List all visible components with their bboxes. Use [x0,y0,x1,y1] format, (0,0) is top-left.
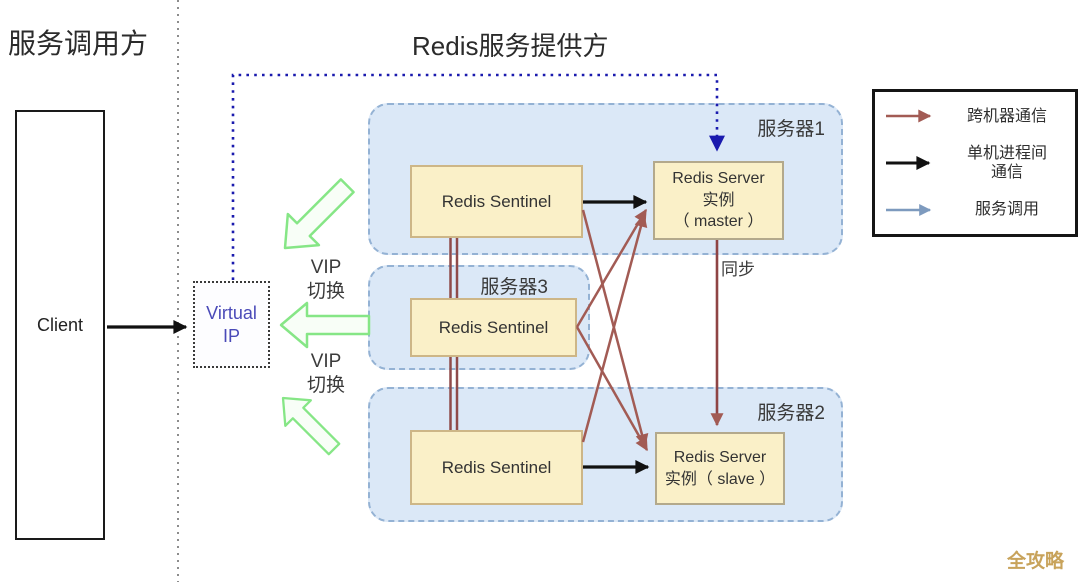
virtual-ip-node: Virtual IP [193,281,270,368]
server2-group-label: 服务器2 [757,403,825,424]
virtual-ip-label: Virtual IP [206,303,257,346]
server1-group-label: 服务器1 [757,119,825,140]
legend-row-service-call: 服务调用 [883,200,1067,219]
legend-row-cross-machine: 跨机器通信 [883,107,1067,126]
server3-group-label: 服务器3 [480,277,548,298]
legend-single-machine-label: 单机进程间 通信 [966,144,1047,181]
provider-side-title: Redis服务提供方 [412,31,609,61]
client-node: Client [15,110,105,540]
redis-slave-label: Redis Server 实例（ slave ） [664,448,776,488]
vip-switch-label-bottom: VIP 切换 [306,351,345,396]
redis-slave-node: Redis Server 实例（ slave ） [655,432,785,505]
legend-row-single-machine: 单机进程间 通信 [883,144,1067,182]
server2-sentinel-label: Redis Sentinel [441,457,552,477]
single-machine-arrow-icon [886,156,931,170]
client-label: Client [36,314,84,335]
redis-master-label: Redis Server 实例 （ master ） [672,170,765,231]
caller-side-title: 服务调用方 [8,28,149,59]
server3-sentinel-node: Redis Sentinel [410,298,577,357]
server1-sentinel-node: Redis Sentinel [410,165,583,238]
server3-sentinel-label: Redis Sentinel [438,317,549,337]
legend: 跨机器通信 单机进程间 通信 服务调用 [872,89,1078,237]
vip-switch-label-top: VIP 切换 [306,257,345,302]
sync-label: 同步 [721,260,755,279]
legend-service-call-label: 服务调用 [974,200,1039,218]
vip-switch-arrow-middle [279,301,371,349]
legend-cross-machine-label: 跨机器通信 [966,107,1047,125]
service-call-arrow-icon [886,203,932,216]
server2-sentinel-node: Redis Sentinel [410,430,583,505]
cross-machine-arrow-icon [886,109,932,123]
redis-master-node: Redis Server 实例 （ master ） [653,161,784,240]
watermark: 全攻略 [1007,551,1065,572]
vip-switch-arrow-top [283,178,355,250]
server1-sentinel-label: Redis Sentinel [441,191,552,211]
